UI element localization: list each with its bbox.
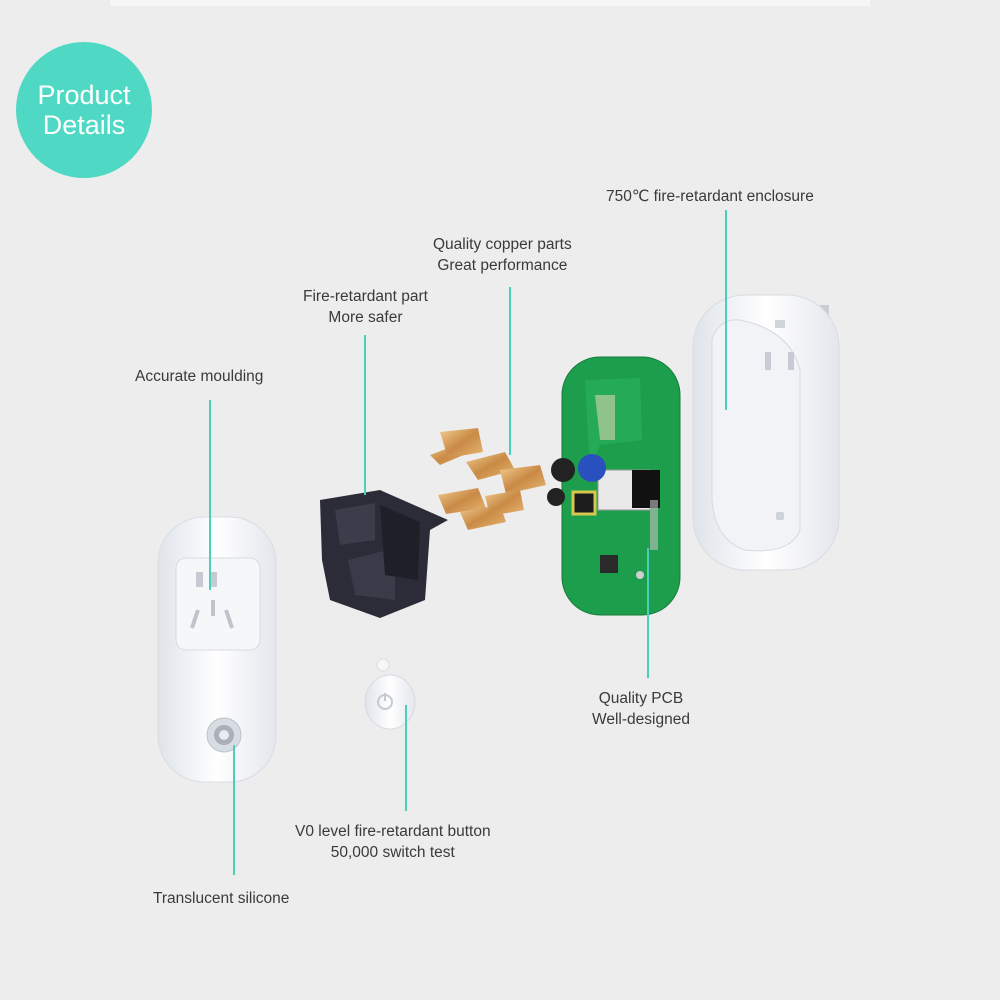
leader-enclosure bbox=[725, 210, 727, 410]
capacitor-blue bbox=[578, 454, 606, 482]
callout-pcb-line2: Well-designed bbox=[592, 711, 690, 728]
callout-copper-line1: Quality copper parts bbox=[433, 236, 572, 253]
callout-silicone-line1: Translucent silicone bbox=[153, 890, 290, 907]
circuit-board bbox=[547, 356, 681, 616]
leader-moulding bbox=[209, 400, 211, 590]
leader-copper bbox=[509, 287, 511, 455]
callout-fire-part: Fire-retardant part More safer bbox=[303, 286, 428, 328]
callout-pcb: Quality PCB Well-designed bbox=[592, 688, 690, 730]
leader-silicone bbox=[233, 745, 235, 875]
power-button-part bbox=[364, 658, 416, 730]
leader-pcb bbox=[647, 548, 649, 678]
callout-moulding: Accurate moulding bbox=[135, 366, 263, 387]
callout-moulding-line1: Accurate moulding bbox=[135, 368, 264, 385]
leader-fire-part bbox=[364, 335, 366, 495]
fire-retardant-bracket bbox=[320, 490, 448, 618]
rear-enclosure bbox=[692, 294, 840, 571]
copper-contacts bbox=[430, 428, 546, 530]
callout-button-line1: V0 level fire-retardant button bbox=[295, 823, 491, 840]
capacitor bbox=[551, 458, 575, 482]
callout-pcb-line1: Quality PCB bbox=[598, 690, 684, 707]
front-cover bbox=[157, 516, 277, 783]
product-details-badge: Product Details bbox=[16, 42, 152, 178]
top-strip bbox=[110, 0, 870, 6]
callout-silicone: Translucent silicone bbox=[153, 888, 289, 909]
callout-button: V0 level fire-retardant button 50,000 sw… bbox=[295, 821, 491, 863]
callout-copper-line2: Great performance bbox=[437, 257, 568, 274]
callout-enclosure: 750℃ fire-retardant enclosure bbox=[606, 186, 814, 207]
callout-enclosure-line1: 750℃ fire-retardant enclosure bbox=[606, 188, 814, 205]
badge-line-2: Details bbox=[42, 110, 126, 140]
callout-button-line2: 50,000 switch test bbox=[330, 844, 455, 861]
callout-fire-part-line2: More safer bbox=[328, 309, 403, 326]
leader-button bbox=[405, 705, 407, 811]
badge-line-1: Product bbox=[37, 80, 131, 110]
callout-copper: Quality copper parts Great performance bbox=[433, 234, 572, 276]
callout-fire-part-line1: Fire-retardant part bbox=[303, 288, 428, 305]
